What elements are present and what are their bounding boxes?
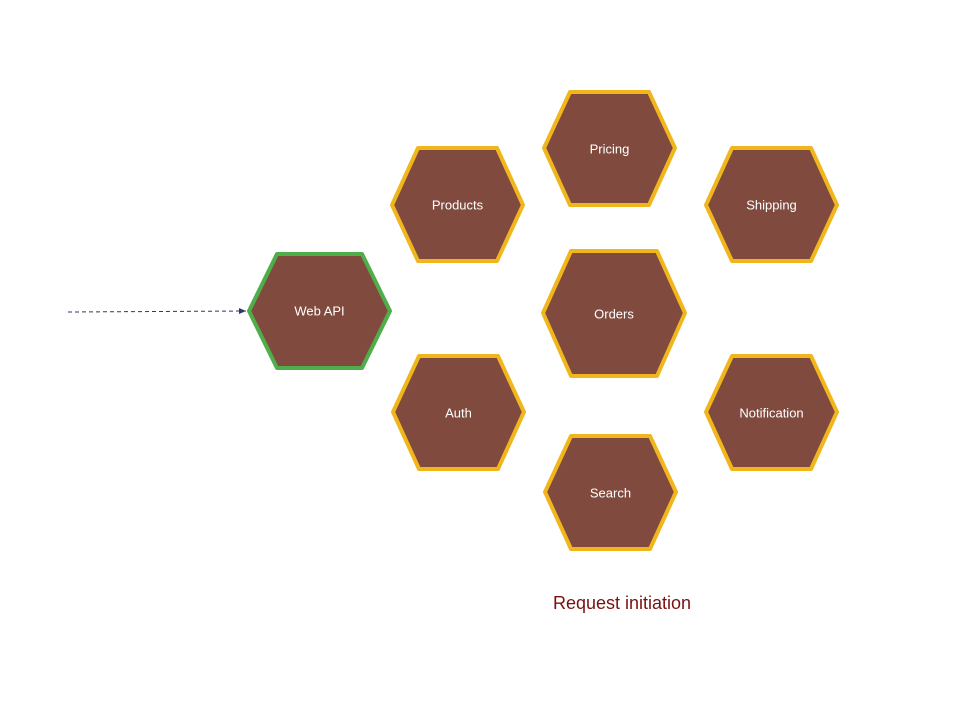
hex-node-orders[interactable]: Orders [541, 249, 687, 378]
hex-node-shipping[interactable]: Shipping [704, 146, 839, 263]
hex-node-notification[interactable]: Notification [704, 354, 839, 471]
hex-node-auth[interactable]: Auth [391, 354, 526, 471]
hex-label-search: Search [590, 486, 631, 501]
hex-node-web-api[interactable]: Web API [247, 252, 392, 370]
hex-label-products: Products [432, 198, 484, 213]
hex-label-auth: Auth [445, 406, 472, 421]
hex-label-shipping: Shipping [746, 198, 797, 213]
hex-node-search[interactable]: Search [543, 434, 678, 551]
diagram-caption: Request initiation [552, 593, 692, 613]
hex-label-orders: Orders [594, 307, 634, 322]
hex-node-pricing[interactable]: Pricing [542, 90, 677, 207]
incoming-request-arrow [67, 308, 247, 315]
hex-label-pricing: Pricing [590, 142, 630, 157]
hex-label-web-api: Web API [294, 304, 344, 319]
hex-label-notification: Notification [739, 406, 803, 421]
hex-node-products[interactable]: Products [390, 146, 525, 263]
